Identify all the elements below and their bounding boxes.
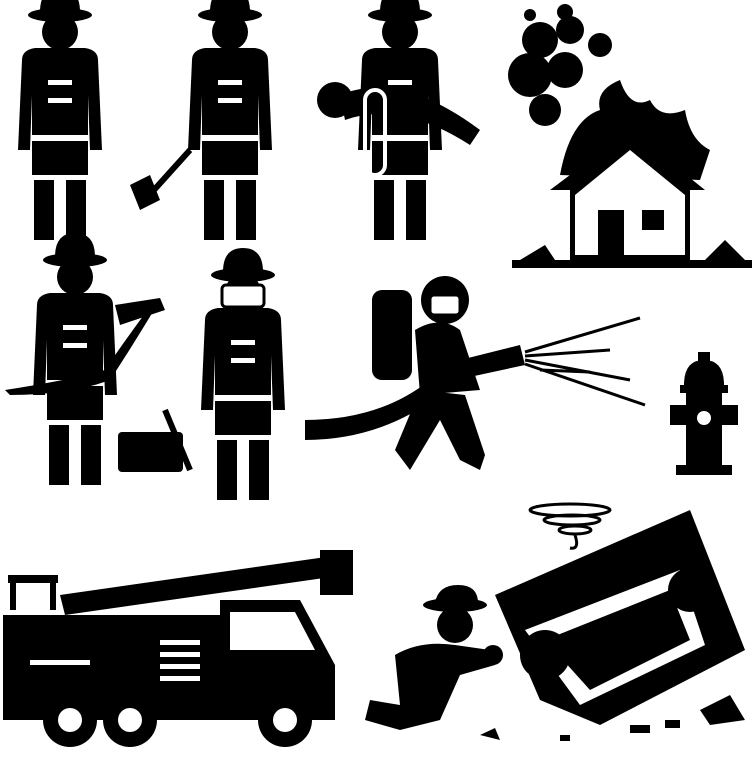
burning-house-icon [508,4,752,268]
firefighter-with-axe-icon [130,0,272,240]
firefighter-in-protective-suit-icon [201,248,285,500]
firefighter-standing-icon [18,0,102,240]
firefighter-with-chainsaw-icon [5,233,193,485]
fire-truck-ladder-icon [3,550,353,747]
fire-hydrant-icon [670,352,738,475]
firefighter-car-accident-rescue-icon [365,502,745,741]
firefighter-carrying-child-icon [317,0,480,240]
firefighter-spraying-hose-icon [305,276,646,470]
